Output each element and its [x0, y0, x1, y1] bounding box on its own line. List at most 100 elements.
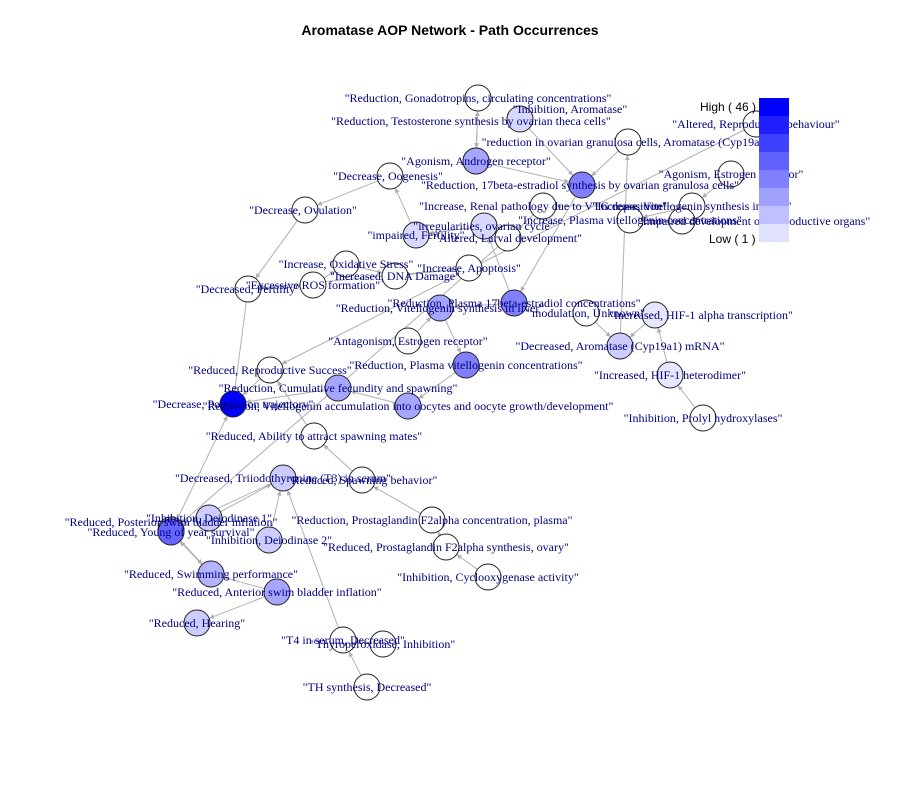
legend-swatch	[759, 224, 789, 242]
network-node-n11	[402, 221, 430, 249]
network-edge	[418, 372, 456, 399]
node-label-n9: "Increase, Renal pathology due to VTG de…	[419, 199, 667, 213]
edge-layer	[176, 110, 745, 676]
node-label-n11: "impaired, Fertility"	[367, 228, 464, 242]
node-label-n19: "Reduction, Plasma 17beta-estradiol conc…	[387, 296, 640, 310]
network-node-n35	[195, 504, 223, 532]
network-node-n14	[332, 250, 360, 278]
network-edge	[594, 321, 612, 338]
network-edge	[444, 319, 462, 354]
network-node-n2	[506, 105, 534, 133]
network-node-n51	[668, 207, 696, 235]
network-edge	[488, 163, 570, 184]
chart-title: Aromatase AOP Network - Path Occurrences	[301, 22, 599, 38]
network-node-n28	[324, 374, 352, 402]
network-edge	[428, 227, 472, 236]
network-edge	[176, 415, 228, 521]
node-label-n33: "Decreased, Triiodothyronine (T3) in ser…	[175, 471, 391, 485]
legend-swatch	[759, 188, 789, 206]
node-label-n12: "irregularities, ovarian cycle"	[413, 219, 555, 233]
network-node-n17	[234, 275, 262, 303]
node-label-n16: "Increase, Apoptosis"	[417, 261, 521, 275]
network-node-n36	[418, 506, 446, 534]
node-label-n43: "Reduced, Anterior swim bladder inflatio…	[172, 585, 382, 599]
network-edge	[232, 301, 247, 392]
network-node-n13	[494, 224, 522, 252]
network-node-n10	[616, 206, 644, 234]
network-node-n38	[157, 518, 185, 546]
legend-high-label: High ( 46 )	[700, 100, 756, 114]
node-label-n21: "modulation, Unknown"	[527, 306, 645, 320]
network-node-n1	[464, 84, 492, 112]
network-edge	[323, 444, 353, 472]
node-label-n31: "Inhibition, Prolyl hydroxylases"	[624, 411, 783, 425]
node-label-n22: "Increased, HIF-1 alpha transcription"	[609, 308, 793, 322]
network-node-n43	[263, 578, 291, 606]
network-edge	[245, 389, 326, 404]
legend-swatch	[759, 134, 789, 152]
node-label-n3: "Reduction, Testosterone synthesis by ov…	[331, 114, 611, 128]
legend-swatch	[759, 116, 789, 134]
network-edge	[348, 651, 362, 676]
network-edge	[220, 483, 272, 513]
network-edge	[271, 490, 282, 528]
label-layer: "Reduction, Gonadotropins, circulating c…	[65, 91, 871, 694]
node-label-n30: "Reduction, Vitellogenin accumulation in…	[203, 399, 614, 413]
network-edge	[620, 154, 630, 334]
network-edge	[452, 303, 502, 310]
node-label-n45: "T4 in serum, Decreased"	[281, 633, 405, 647]
network-edge	[474, 110, 480, 149]
network-node-n49	[717, 160, 745, 188]
node-label-n37: "Reduced, Posterior swim bladder inflati…	[65, 515, 278, 529]
node-label-n14: "Increase, Oxidative Stress"	[279, 257, 414, 271]
network-edge	[591, 150, 619, 177]
network-edge	[350, 390, 396, 404]
network-edge	[355, 639, 371, 645]
network-node-n22	[641, 301, 669, 329]
network-node-n30	[394, 392, 422, 420]
node-label-n50: "Increase, Vitellogenin synthesis in liv…	[592, 199, 791, 213]
legend-swatch	[759, 206, 789, 224]
network-edge	[179, 541, 203, 565]
network-edge	[394, 187, 412, 224]
network-edge	[223, 576, 265, 590]
network-edge	[242, 378, 261, 396]
node-label-n6: "Decrease, Oogenesis"	[333, 169, 443, 183]
network-edge	[323, 270, 336, 279]
node-label-n23: "Antagonism, Estrogen receptor"	[328, 334, 488, 348]
network-edge	[373, 486, 421, 514]
node-label-n10: "Increase, Plasma vitellogenin concentra…	[518, 213, 742, 227]
network-node-n44	[183, 609, 211, 637]
node-label-n2: "Inhibition, Aromatase"	[513, 102, 628, 116]
network-node-n26	[656, 361, 684, 389]
network-edge	[255, 220, 298, 279]
node-layer	[157, 84, 770, 701]
network-node-n8	[291, 196, 319, 224]
node-label-n8: "Decrease, Ovulation"	[249, 203, 357, 217]
network-edge	[677, 385, 696, 408]
network-node-n27	[256, 356, 284, 384]
network-edge	[260, 268, 457, 290]
node-label-n40: "Reduced, Prostaglandin F2alpha synthesi…	[323, 540, 569, 554]
network-node-n24	[606, 332, 634, 360]
legend-swatch	[759, 152, 789, 170]
network-node-n47	[353, 673, 381, 701]
network-node-n16	[455, 254, 483, 282]
node-label-n34: "Reduced, Spawning behavior"	[287, 473, 438, 487]
node-label-n27: "Reduced, Reproductive Success"	[188, 363, 352, 377]
node-label-n7: "Reduction, 17beta-estradiol synthesis b…	[421, 178, 739, 192]
node-label-n42: "Reduced, Swimming performance"	[124, 567, 298, 581]
node-label-n15: "Increased, DNA Damage"	[330, 269, 460, 283]
network-node-n25	[452, 351, 480, 379]
network-node-n9	[529, 192, 557, 220]
network-edge	[701, 181, 722, 199]
network-node-n29	[219, 390, 247, 418]
legend-color-scale	[759, 98, 789, 242]
network-node-n19	[500, 289, 528, 317]
network-edge	[286, 490, 339, 628]
network-node-n33	[269, 464, 297, 492]
network-edge	[316, 180, 379, 206]
node-label-n35: "Inhibition, Deiodinase 1"	[146, 511, 272, 525]
network-node-n5	[462, 147, 490, 175]
node-label-n46: "Thyroperoxidase, Inhibition"	[311, 637, 456, 651]
